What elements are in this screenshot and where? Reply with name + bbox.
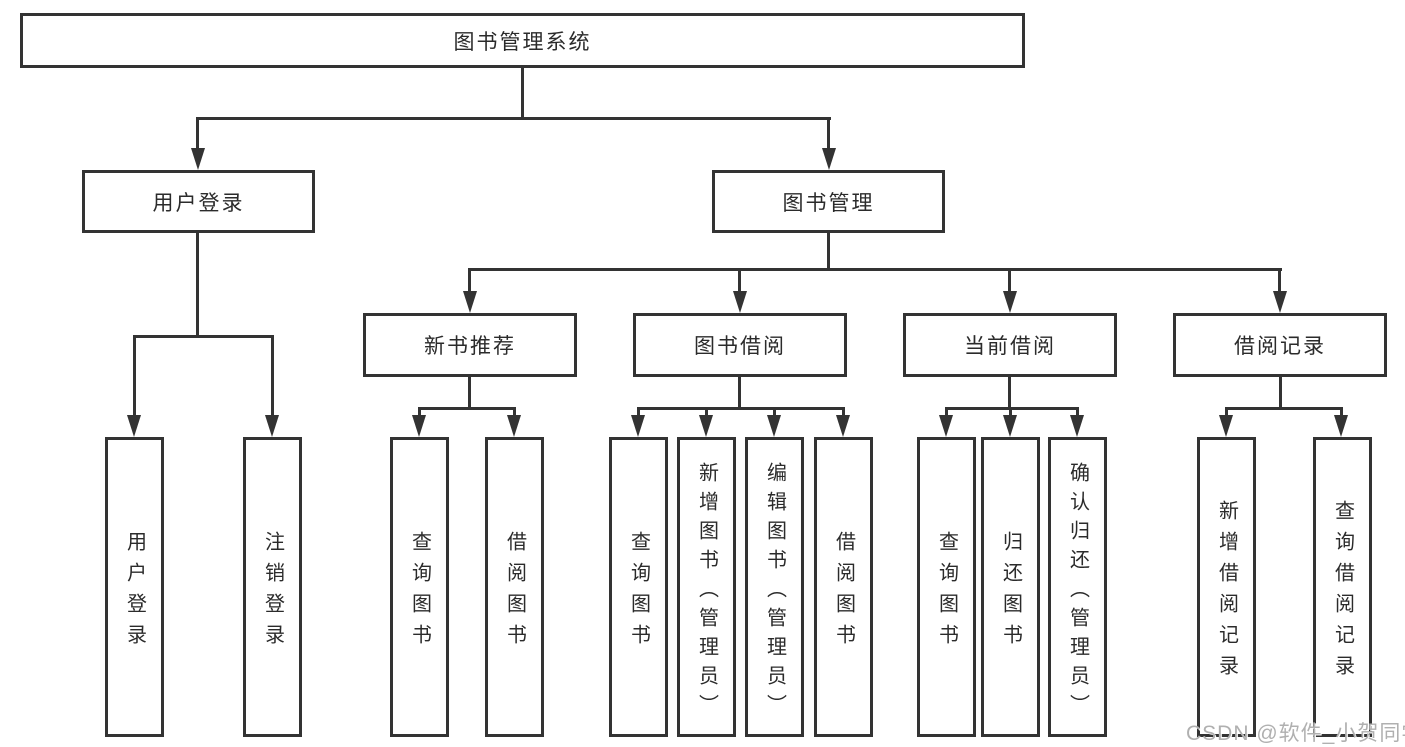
connector-line (705, 407, 708, 416)
leaf-label: 新增图书（管理员） (695, 462, 718, 723)
connector-line (521, 68, 524, 119)
leaf-label: 查询借阅记录 (1331, 499, 1354, 686)
connector-line (418, 407, 421, 416)
connector-line (1008, 377, 1011, 407)
node-label: 图书借阅 (694, 335, 786, 358)
node-book-management: 图书管理 (712, 170, 945, 233)
connector-arrowhead-down (631, 415, 645, 437)
connector-line (133, 335, 136, 416)
connector-arrowhead-down (191, 148, 205, 170)
leaf-label: 新增借阅记录 (1215, 499, 1238, 686)
leaf-query-books-recommend: 查询图书 (390, 437, 449, 737)
connector-line (827, 117, 830, 150)
leaf-label: 查询图书 (408, 530, 431, 655)
node-new-book-recommendation: 新书推荐 (363, 313, 577, 377)
connector-arrowhead-down (1070, 415, 1084, 437)
leaf-return-book: 归还图书 (981, 437, 1040, 737)
connector-line (738, 268, 741, 292)
connector-line (1225, 407, 1228, 416)
connector-arrowhead-down (1273, 291, 1287, 313)
leaf-label: 归还图书 (999, 530, 1022, 655)
node-borrowing-records: 借阅记录 (1173, 313, 1387, 377)
node-label: 新书推荐 (424, 335, 516, 358)
leaf-label: 用户登录 (123, 530, 146, 655)
connector-arrowhead-down (939, 415, 953, 437)
connector-line (945, 407, 948, 416)
connector-arrowhead-down (836, 415, 850, 437)
leaf-query-books-borrowing: 查询图书 (609, 437, 668, 737)
connector-arrowhead-down (822, 148, 836, 170)
leaf-add-borrow-record: 新增借阅记录 (1197, 437, 1256, 737)
connector-line (271, 335, 274, 416)
leaf-borrow-books-borrowing: 借阅图书 (814, 437, 873, 737)
connector-line (468, 268, 1282, 271)
node-label: 当前借阅 (964, 335, 1056, 358)
leaf-edit-book-admin: 编辑图书（管理员） (745, 437, 804, 737)
connector-arrowhead-down (127, 415, 141, 437)
leaf-borrow-books-recommend: 借阅图书 (485, 437, 544, 737)
connector-line (196, 117, 199, 150)
connector-line (1076, 407, 1079, 416)
connector-arrowhead-down (699, 415, 713, 437)
leaf-label: 借阅图书 (832, 530, 855, 655)
node-label: 借阅记录 (1234, 335, 1326, 358)
connector-line (196, 117, 831, 120)
connector-line (637, 407, 844, 410)
leaf-confirm-return-admin: 确认归还（管理员） (1048, 437, 1107, 737)
node-current-borrowing: 当前借阅 (903, 313, 1117, 377)
connector-arrowhead-down (1003, 415, 1017, 437)
connector-line (1278, 268, 1281, 292)
connector-line (1225, 407, 1343, 410)
connector-arrowhead-down (412, 415, 426, 437)
connector-line (1009, 407, 1012, 416)
connector-line (468, 377, 471, 407)
connector-arrowhead-down (463, 291, 477, 313)
leaf-label: 借阅图书 (503, 530, 526, 655)
node-library-system: 图书管理系统 (20, 13, 1025, 68)
connector-line (945, 407, 1079, 410)
connector-line (773, 407, 776, 416)
node-label: 图书管理 (782, 191, 875, 215)
csdn-watermark: CSDN @软件_小贺同学 (1186, 722, 1405, 745)
connector-line (133, 335, 274, 338)
leaf-add-book-admin: 新增图书（管理员） (677, 437, 736, 737)
connector-line (1340, 407, 1343, 416)
leaf-label: 查询图书 (935, 530, 958, 655)
leaf-logout: 注销登录 (243, 437, 302, 737)
connector-arrowhead-down (1334, 415, 1348, 437)
node-label: 图书管理系统 (453, 30, 592, 54)
leaf-label: 编辑图书（管理员） (763, 462, 786, 723)
node-label: 用户登录 (152, 191, 245, 215)
connector-line (1008, 268, 1011, 292)
connector-arrowhead-down (1219, 415, 1233, 437)
connector-line (637, 407, 640, 416)
leaf-query-borrow-record: 查询借阅记录 (1313, 437, 1372, 737)
connector-line (418, 407, 515, 410)
connector-line (842, 407, 845, 416)
node-book-borrowing: 图书借阅 (633, 313, 847, 377)
connector-arrowhead-down (1003, 291, 1017, 313)
leaf-label: 确认归还（管理员） (1066, 462, 1089, 723)
leaf-label: 查询图书 (627, 530, 650, 655)
connector-arrowhead-down (507, 415, 521, 437)
connector-line (738, 377, 741, 407)
leaf-label: 注销登录 (261, 530, 284, 655)
connector-line (1279, 377, 1282, 407)
leaf-user-login: 用户登录 (105, 437, 164, 737)
connector-arrowhead-down (767, 415, 781, 437)
connector-arrowhead-down (733, 291, 747, 313)
connector-line (827, 233, 830, 268)
connector-line (468, 268, 471, 292)
node-user-login: 用户登录 (82, 170, 315, 233)
connector-line (196, 233, 199, 335)
connector-line (513, 407, 516, 416)
connector-arrowhead-down (265, 415, 279, 437)
leaf-query-books-current: 查询图书 (917, 437, 976, 737)
